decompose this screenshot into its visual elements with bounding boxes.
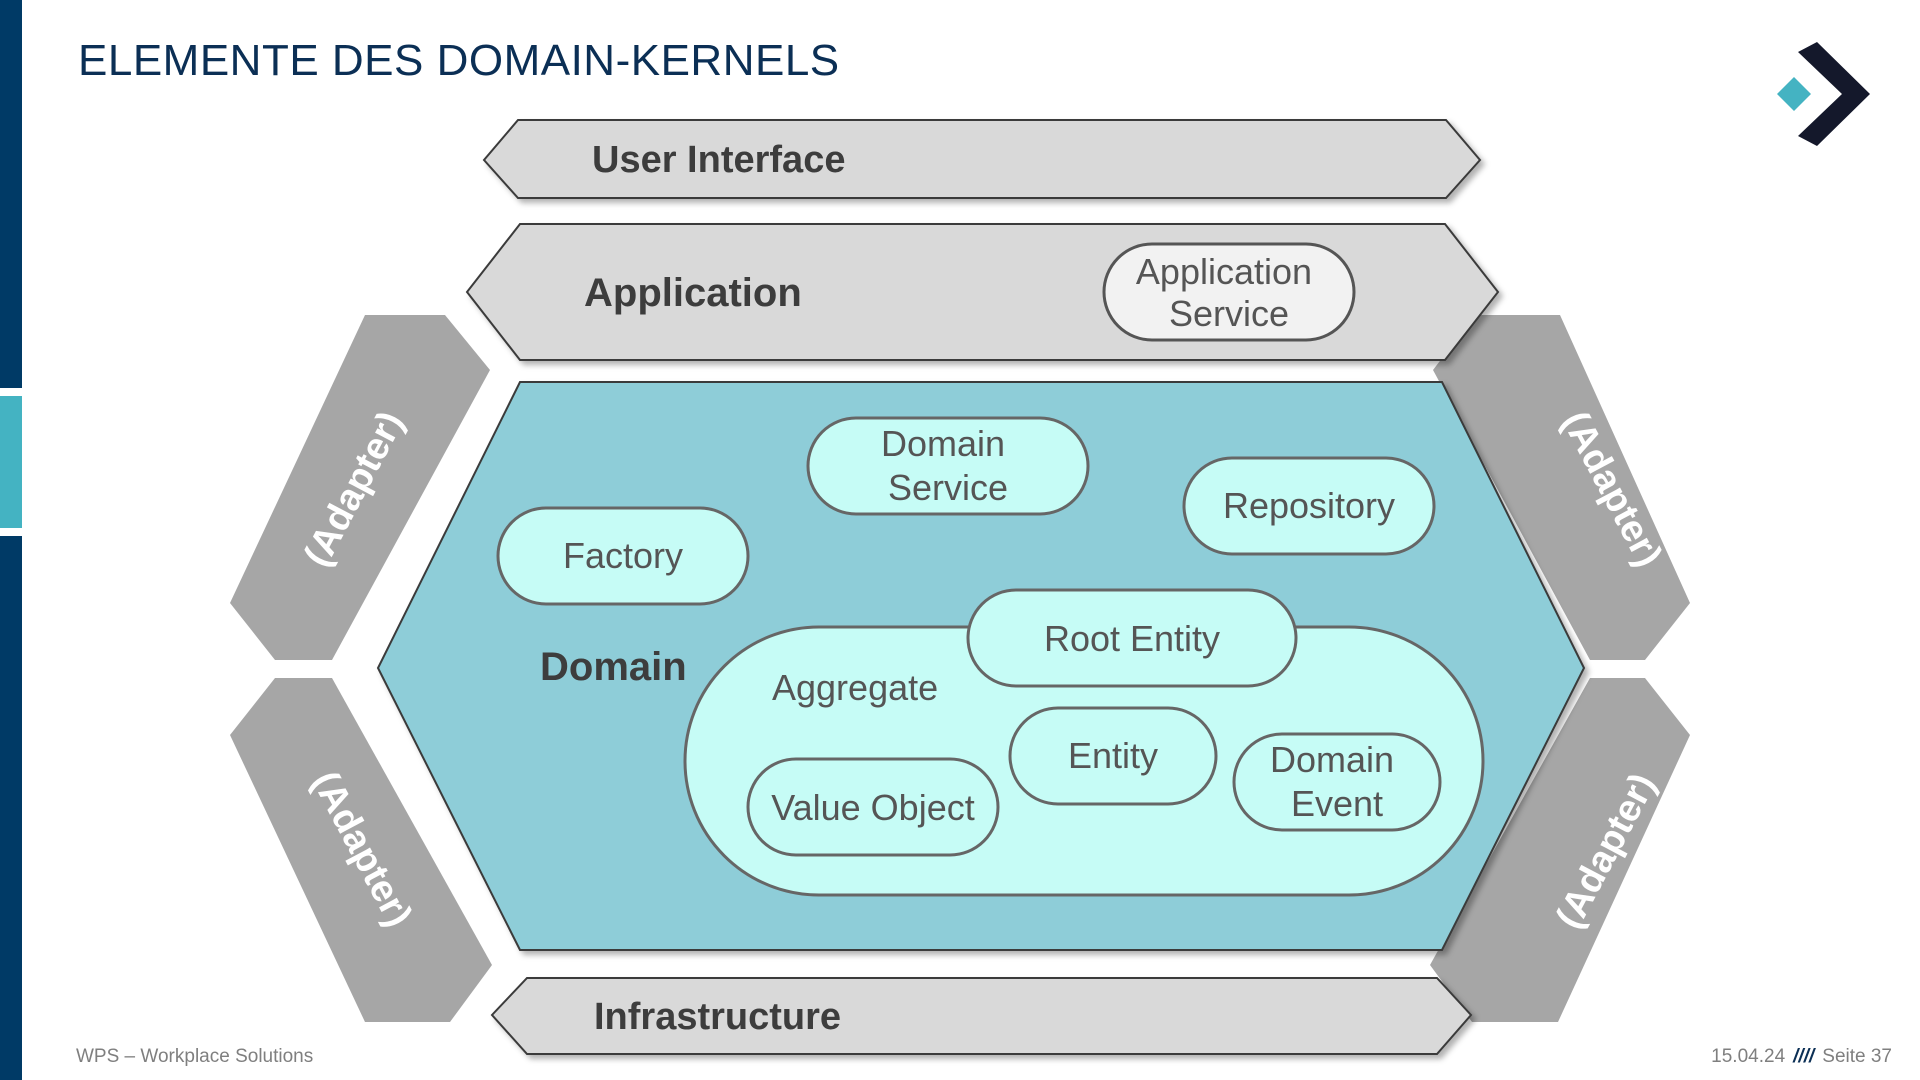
layer-application-label: Application <box>584 271 802 315</box>
root-entity-label: Root Entity <box>1044 618 1220 659</box>
application-service-pill: Application Service <box>1102 242 1356 342</box>
slide-title: ELEMENTE DES DOMAIN-KERNELS <box>78 36 840 85</box>
application-service-line1: Application <box>1136 251 1312 292</box>
layer-infrastructure: Infrastructure <box>490 977 1473 1055</box>
adapter-top-left: (Adapter) <box>230 315 490 660</box>
svg-text:Application Service: Application Service <box>1136 251 1322 334</box>
factory-label: Factory <box>563 535 683 576</box>
svg-text:Domain Service: Domain Service <box>881 423 1015 508</box>
logo-diamond <box>1777 77 1811 111</box>
layer-domain-label: Domain <box>540 645 687 689</box>
layer-infrastructure-label: Infrastructure <box>594 996 841 1038</box>
footer-separator: //// <box>1793 1046 1815 1067</box>
repository-pill: Repository <box>1182 456 1436 556</box>
application-service-line2: Service <box>1169 293 1289 334</box>
root-entity-pill: Root Entity <box>966 588 1298 688</box>
domain-event-line2: Event <box>1291 783 1383 824</box>
value-object-label: Value Object <box>771 787 974 828</box>
domain-service-line1: Domain <box>881 423 1005 464</box>
svg-text:Domain Event: Domain Event <box>1270 739 1404 824</box>
domain-event-line1: Domain <box>1270 739 1394 780</box>
repository-label: Repository <box>1223 485 1395 526</box>
domain-service-line2: Service <box>888 467 1008 508</box>
footer-date: 15.04.24 <box>1711 1046 1786 1067</box>
layer-user-interface-label: User Interface <box>592 139 845 181</box>
footer-page-number: Seite 37 <box>1822 1046 1892 1067</box>
layer-user-interface: User Interface <box>482 119 1482 199</box>
aggregate-label: Aggregate <box>772 667 938 708</box>
company-logo <box>1777 42 1870 146</box>
sidebar-stripe-bottom <box>0 536 22 1080</box>
sidebar-stripe-top <box>0 0 22 388</box>
entity-pill: Entity <box>1008 706 1218 806</box>
entity-label: Entity <box>1068 735 1158 776</box>
sidebar-stripe-accent <box>0 396 22 528</box>
logo-chevron <box>1798 42 1870 146</box>
footer-company: WPS – Workplace Solutions <box>76 1046 314 1067</box>
domain-service-pill: Domain Service <box>806 416 1090 516</box>
footer-meta: 15.04.24 //// Seite 37 <box>1711 1046 1892 1068</box>
factory-pill: Factory <box>496 506 750 606</box>
domain-event-pill: Domain Event <box>1232 732 1442 832</box>
value-object-pill: Value Object <box>746 757 1000 857</box>
